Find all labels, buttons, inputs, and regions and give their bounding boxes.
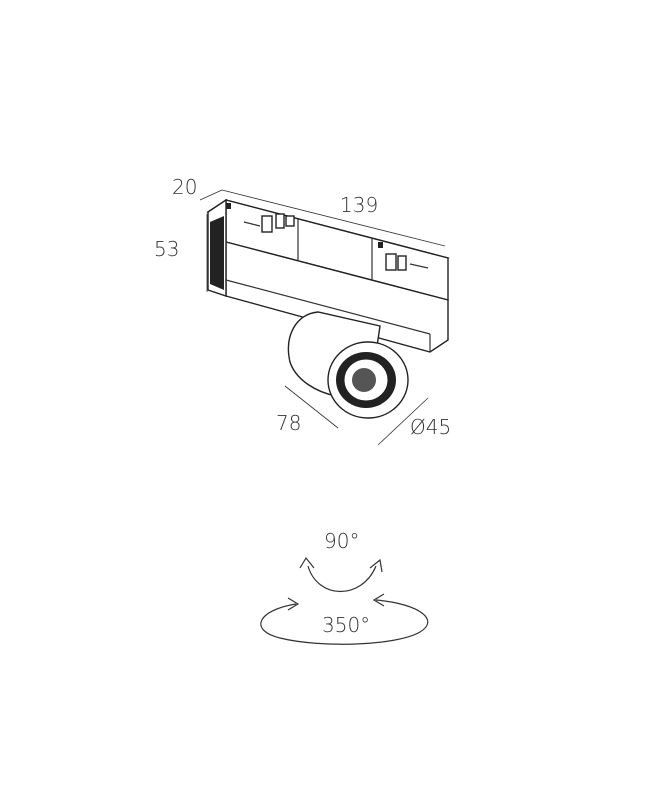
pan-arrow-left-icon [287,597,300,611]
rail-end-cap [210,216,224,290]
pan-indicator [260,593,429,645]
connector-left [261,215,273,233]
tilt-arrow-left-icon [299,556,315,569]
height-label: 53 [154,237,179,261]
track-module [206,198,450,353]
rail-groove [225,279,431,335]
spotlight-head [287,311,409,419]
diameter-label: Ø45 [410,415,451,439]
tilt-label: 90° [324,529,359,553]
depth-label: 20 [172,175,197,199]
pan-label: 350° [322,613,370,637]
dimension-lines [199,189,446,446]
depth-dimension-line [199,189,223,201]
diameter-dimension-line [377,397,429,446]
head-length-label: 78 [276,411,301,435]
connector-right [385,253,397,271]
pan-arrow-right-icon [372,593,385,607]
tilt-arc [307,565,377,592]
length-dimension-line [221,189,446,247]
tilt-arrow-right-icon [369,558,383,573]
lens [352,368,376,392]
tilt-indicator [299,556,383,592]
length-label: 139 [340,193,378,217]
head-length-dimension-line [284,385,339,429]
pan-ellipse-arc [260,599,429,645]
